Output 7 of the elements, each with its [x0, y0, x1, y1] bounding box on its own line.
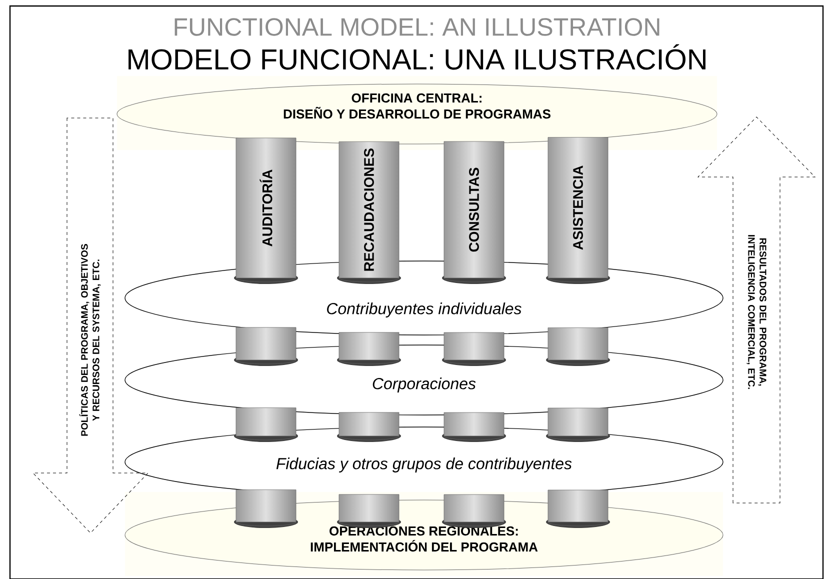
ellipse-plate: OFFICINA CENTRAL: DISEÑO Y DESARROLLO DE PROGRAMAS	[116, 76, 718, 150]
pillar: RECAUDACIONES	[337, 141, 401, 284]
pillar: AUDITORÍA	[234, 138, 298, 284]
pillar: ASISTENCIA	[546, 137, 610, 284]
pillar: CONSULTAS	[442, 141, 506, 284]
title: MODELO FUNCIONAL: UNA ILUSTRACIÓN	[128, 44, 706, 70]
title-shadow: FUNCTIONAL MODEL: AN ILLUSTRATION	[174, 18, 660, 36]
